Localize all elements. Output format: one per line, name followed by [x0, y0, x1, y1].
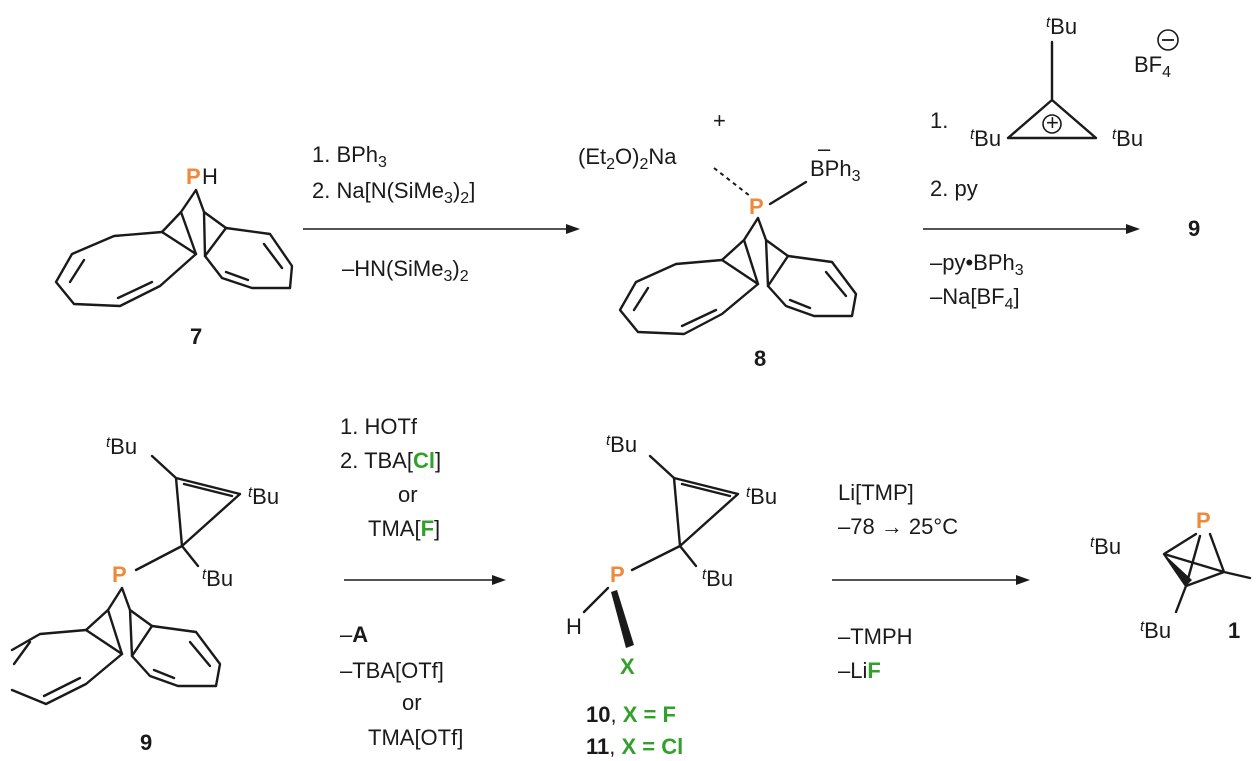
arrow-3-byproduct-a: –A [340, 622, 368, 647]
tbu-top-9: tBu [106, 434, 137, 459]
label-7: 7 [190, 324, 202, 349]
arrow-4-byproduct-1: –TMPH [838, 624, 913, 649]
bridge-bonds-8 [720, 216, 790, 288]
tbu-top-reagent: tBu [1046, 14, 1077, 39]
arrow-4-head [1016, 575, 1030, 585]
cyclopropene-bonds-10 [648, 454, 740, 568]
atom-p-9: P [112, 562, 127, 587]
tbu-right-reagent: tBu [1112, 126, 1143, 151]
right-ring-db-7 [224, 242, 284, 282]
left-ring-7 [54, 230, 198, 308]
arrow-3-byproduct-tba: –TBA[OTf] [340, 658, 444, 683]
bridge-bonds-7 [160, 188, 228, 258]
anion-charge-icon [1157, 29, 1179, 51]
arrow-3: 1. HOTf 2. TBA[Cl] or TMA[F] –A –TBA[OTf… [340, 414, 506, 750]
label-11-line: 11, X = Cl [586, 734, 683, 759]
atom-p-8: P [749, 194, 764, 219]
right-ring-8 [766, 254, 858, 318]
compound-1: P tBu tBu 1 [1090, 508, 1252, 643]
arrow-4-byproduct-2: –LiF [838, 658, 881, 683]
plus-charge-8: + [713, 108, 726, 133]
atom-p-7: P [186, 164, 201, 189]
arrow-3-or-2: or [402, 690, 422, 715]
cyclopropene-db-9 [182, 482, 234, 498]
cyclopropene-db-10 [680, 482, 732, 498]
wedge-bond-1 [1164, 554, 1192, 586]
arrow-2-step-2: 2. py [930, 176, 978, 201]
atom-h-10: H [566, 614, 582, 639]
minus-charge-8: – [818, 136, 831, 161]
compound-10-11: tBu tBu tBu P H X 10, X = F 11, X = Cl [566, 432, 777, 759]
dative-bond-8 [713, 167, 751, 197]
arrow-3-or-1: or [398, 482, 418, 507]
label-9: 9 [140, 730, 152, 755]
arrow-1-byproduct: –HN(SiMe3)2 [342, 256, 469, 285]
arrow-2-byproduct-2: –Na[BF4] [930, 284, 1020, 313]
tbu-left-reagent: tBu [970, 126, 1001, 151]
cation-circle-icon [1042, 114, 1062, 134]
left-ring-9 [10, 628, 124, 706]
right-ring-db-8 [788, 270, 848, 310]
atom-x-10: X [620, 654, 635, 679]
arrow-1-head [566, 224, 580, 234]
arrow-3-byproduct-tma: TMA[OTf] [368, 725, 463, 750]
compound-9: tBu tBu tBu P 9 [10, 434, 279, 755]
left-ring-8 [618, 258, 760, 336]
cyclopropenium-bonds [1006, 40, 1098, 140]
c-p-bond-9 [134, 544, 184, 572]
compound-8: (Et2O)2Na + P BPh3 – 8 [578, 108, 861, 371]
cyclopropene-bonds-9 [150, 454, 242, 568]
arrow-2-step-1: 1. [930, 108, 948, 133]
label-1: 1 [1228, 618, 1240, 643]
left-ring-db-9 [12, 640, 82, 698]
tbu-top-10: tBu [606, 432, 637, 457]
tbu-right-10: tBu [746, 484, 777, 509]
right-ring-9 [130, 624, 222, 688]
sodium-cation-8: (Et2O)2Na [578, 144, 677, 173]
tbu-bottom-10: tBu [702, 566, 733, 591]
right-ring-db-9 [152, 640, 212, 680]
tetrafluoroborate-anion: BF4 [1134, 52, 1171, 81]
left-ring-db-7 [68, 258, 154, 300]
c-p-bond-10 [630, 544, 682, 572]
tbu-bottom-1: tBu [1140, 618, 1171, 643]
arrow-4: Li[TMP] –78 → 25°C –TMPH –LiF [832, 480, 1030, 683]
arrow-3-head [492, 575, 506, 585]
tetrahedrane-bonds-1 [1162, 532, 1252, 614]
p-h-bond-10 [582, 586, 610, 614]
cation-plus: + [1046, 110, 1059, 135]
arrow-2: 1. + tBu tBu tBu BF4 2. py –py•BPh3 –Na[… [923, 14, 1179, 313]
label-9-top: 9 [1188, 216, 1200, 241]
atom-p-10: P [610, 562, 625, 587]
tbu-bottom-9: tBu [202, 566, 233, 591]
arrow-4-reagent: Li[TMP] [838, 480, 914, 505]
label-8: 8 [754, 346, 766, 371]
p-b-bond-8 [768, 180, 808, 206]
tbu-left-1: tBu [1090, 534, 1121, 559]
arrow-1: 1. BPh3 2. Na[N(SiMe3)2] –HN(SiMe3)2 [303, 142, 580, 285]
arrow-1-reagent-2: 2. Na[N(SiMe3)2] [312, 178, 475, 207]
label-10-line: 10, X = F [586, 702, 676, 727]
arrow-3-step-1: 1. HOTf [340, 414, 418, 439]
compound-7: P H 7 [54, 164, 294, 349]
arrow-3-step-2b: TMA[F] [368, 516, 440, 541]
arrow-4-temperature: –78 → 25°C [838, 514, 958, 539]
arrow-2-head [1126, 224, 1140, 234]
bridge-bonds-9 [84, 586, 154, 658]
arrow-3-step-2: 2. TBA[Cl] [340, 448, 441, 473]
atom-p-1: P [1196, 508, 1211, 533]
right-ring-7 [203, 226, 294, 290]
arrow-2-byproduct-1: –py•BPh3 [930, 250, 1024, 279]
tbu-right-9: tBu [248, 484, 279, 509]
atom-h-7: H [202, 164, 218, 189]
wedge-bond-10 [611, 590, 634, 648]
left-ring-db-8 [632, 286, 718, 328]
arrow-1-reagent-1: 1. BPh3 [312, 142, 387, 171]
